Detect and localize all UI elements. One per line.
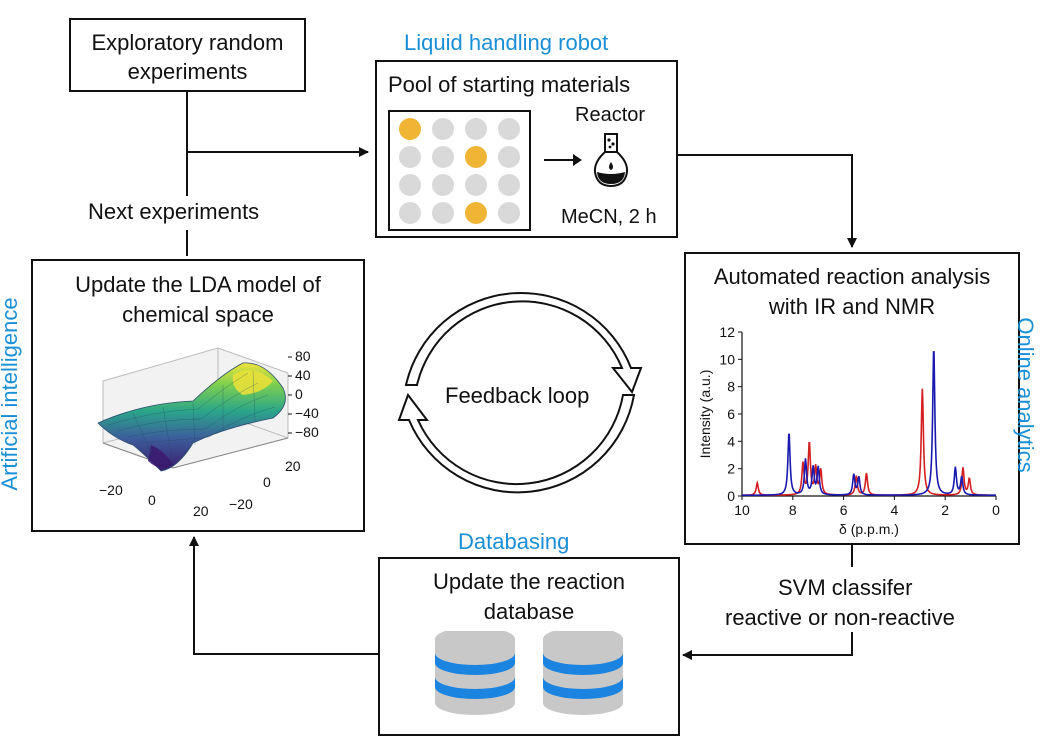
x-tick-label: 10 xyxy=(734,502,750,518)
well-empty xyxy=(432,202,454,224)
flask-icon xyxy=(593,133,629,188)
y-tick-label: 6 xyxy=(727,406,735,422)
y-tick-label: 10 xyxy=(719,351,735,367)
well-empty xyxy=(498,174,520,196)
arrow-pool-to-analysis xyxy=(677,154,857,248)
arrow-svm-to-database xyxy=(682,632,853,660)
online-analytics-label: Online analytics xyxy=(1013,317,1038,473)
well-empty xyxy=(432,174,454,196)
well-empty xyxy=(432,146,454,168)
exploratory-line1: Exploratory random xyxy=(91,30,284,55)
well-empty xyxy=(399,202,421,224)
well-plate xyxy=(388,110,531,231)
lda-line2: chemical space xyxy=(122,302,274,327)
pool-box: Pool of starting materials Reactor MeCN,… xyxy=(375,60,678,238)
well-empty xyxy=(465,174,487,196)
analysis-line2: with IR and NMR xyxy=(768,294,936,319)
well-filled xyxy=(465,202,487,224)
well-empty xyxy=(432,118,454,140)
y-tick-label: 4 xyxy=(727,433,735,449)
y-tick-label: 2 xyxy=(727,461,735,477)
nmr-spectrum-chart: 0 2 4 6 8 10 12 10 8 6 4 2 0 δ (p.p.m.) Intensity (a.u… xyxy=(697,326,1000,537)
z-tick-label: 40 xyxy=(295,367,311,383)
x-tick-label: 4 xyxy=(891,502,899,518)
y-tick-labels: 20 0 −20 xyxy=(229,458,301,512)
y-tick-label: −20 xyxy=(229,496,253,512)
y-tick-label: 0 xyxy=(727,488,735,504)
well-empty xyxy=(399,146,421,168)
feedback-lower-arc xyxy=(397,392,636,494)
well-filled xyxy=(399,118,421,140)
well-filled xyxy=(465,146,487,168)
y-axis-label: Intensity (a.u.) xyxy=(697,370,713,459)
feedback-loop-label: Feedback loop xyxy=(445,383,590,408)
database-box: Update the reaction database xyxy=(378,557,680,736)
conditions-label: MeCN, 2 h xyxy=(561,206,657,228)
z-tick-labels: 80 40 0 −40 −80 xyxy=(288,348,319,440)
well-empty xyxy=(498,202,520,224)
y-tick-label: 12 xyxy=(719,326,735,340)
spectrum-series-line xyxy=(742,388,997,496)
x-tick-label: 0 xyxy=(148,492,156,508)
x-tick-label: 2 xyxy=(941,502,949,518)
well-grid xyxy=(399,118,520,224)
lda-box: Update the LDA model of chemical space xyxy=(31,259,365,532)
spectrum-series-line xyxy=(742,351,996,497)
plate-to-reactor-arrow xyxy=(544,154,582,166)
x-tick-label: 8 xyxy=(789,502,797,518)
y-tick-label: 0 xyxy=(263,474,271,490)
svm-line1: SVM classifer xyxy=(778,575,913,600)
databasing-label: Databasing xyxy=(458,529,570,554)
exploratory-line2: experiments xyxy=(127,59,248,84)
artificial-intelligence-label: Artificial intelligence xyxy=(0,297,22,491)
arrow-database-to-lda xyxy=(189,536,378,655)
svm-line2: reactive or non-reactive xyxy=(725,605,955,630)
well-empty xyxy=(498,146,520,168)
x-axis-label: δ (p.p.m.) xyxy=(839,521,899,537)
database-line1: Update the reaction xyxy=(432,569,626,594)
well-empty xyxy=(498,118,520,140)
lda-line1: Update the LDA model of xyxy=(75,272,321,297)
database-icon xyxy=(543,631,623,715)
next-experiments-label: Next experiments xyxy=(88,199,260,224)
z-tick-label: 80 xyxy=(295,348,311,364)
analysis-box: Automated reaction analysis with IR and … xyxy=(684,252,1020,545)
x-tick-label: 20 xyxy=(193,503,209,519)
well-empty xyxy=(465,118,487,140)
y-tick-label: 20 xyxy=(285,458,301,474)
database-line2: database xyxy=(483,599,575,624)
z-tick-label: 0 xyxy=(295,386,303,402)
x-tick-label: 0 xyxy=(992,502,1000,518)
feedback-loop-arrows xyxy=(397,291,643,494)
reactor-label: Reactor xyxy=(575,104,646,126)
z-tick-label: −40 xyxy=(295,405,319,421)
pool-title: Pool of starting materials xyxy=(388,72,631,97)
surface-mesh xyxy=(97,362,286,472)
z-tick-label: −80 xyxy=(295,424,319,440)
y-tick-label: 8 xyxy=(727,379,735,395)
analysis-line1: Automated reaction analysis xyxy=(713,264,991,289)
robot-label: Liquid handling robot xyxy=(404,30,609,55)
x-tick-label: 6 xyxy=(840,502,848,518)
x-tick-labels: −20 0 20 xyxy=(99,482,209,519)
well-empty xyxy=(399,174,421,196)
exploratory-box: Exploratory random experiments xyxy=(69,18,306,92)
database-icons xyxy=(435,631,623,715)
x-tick-label: −20 xyxy=(99,482,123,498)
feedback-upper-arc xyxy=(404,291,643,395)
lda-surface-plot: 80 40 0 −40 −80 −20 0 20 20 0 −20 xyxy=(97,347,319,519)
database-icon xyxy=(435,631,515,715)
